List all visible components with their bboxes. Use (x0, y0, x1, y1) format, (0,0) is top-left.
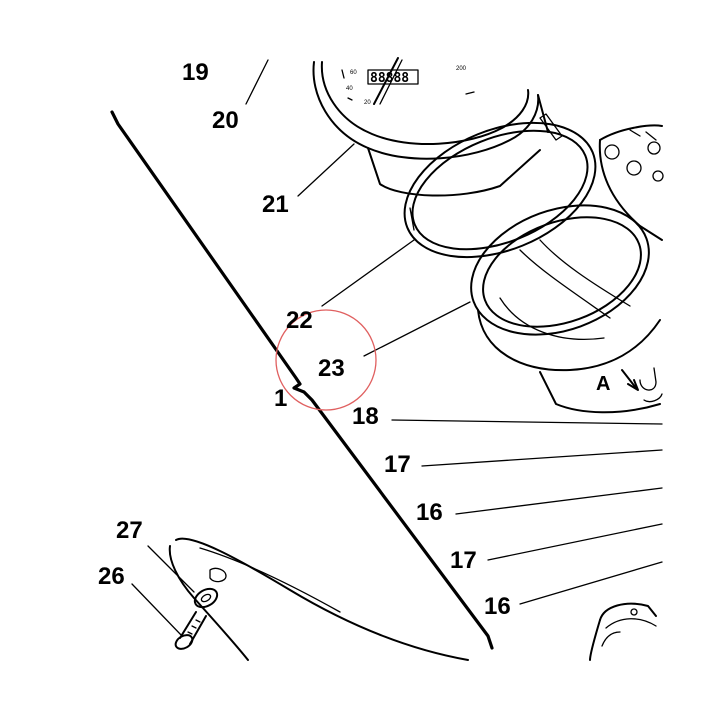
label-23: 23 (318, 355, 345, 382)
label-16-lower: 16 (484, 593, 511, 620)
label-22: 22 (286, 307, 313, 334)
label-16-upper: 16 (416, 499, 443, 526)
gauge-ring-seal (403, 121, 597, 259)
leader-lines (131, 59, 663, 637)
label-18: 18 (352, 403, 379, 430)
highlight-circle (275, 309, 377, 411)
lower-right-piece (589, 602, 657, 661)
gauge-cup (470, 204, 661, 414)
dial-mark-200: 200 (456, 66, 467, 72)
lower-bracket (168, 537, 469, 661)
screw-and-washer (174, 587, 219, 650)
label-17-lower: 17 (450, 547, 477, 574)
fairing-edge-line (110, 110, 494, 650)
label-26: 26 (98, 563, 125, 590)
label-21: 21 (262, 191, 289, 218)
instrument-cluster-body (598, 124, 664, 241)
label-A: A (596, 373, 610, 395)
speedometer-housing: 88888 60 40 20 200 (312, 57, 563, 197)
dial-mark-20: 20 (364, 100, 371, 106)
label-1: 1 (274, 385, 287, 412)
connector-a (621, 367, 663, 403)
label-27: 27 (116, 517, 143, 544)
dial-mark-40: 40 (346, 86, 353, 92)
label-17-upper: 17 (384, 451, 411, 478)
label-19: 19 (182, 59, 209, 86)
label-20: 20 (212, 107, 239, 134)
odometer-readout: 88888 (370, 71, 409, 86)
dial-mark-60: 60 (350, 70, 357, 76)
